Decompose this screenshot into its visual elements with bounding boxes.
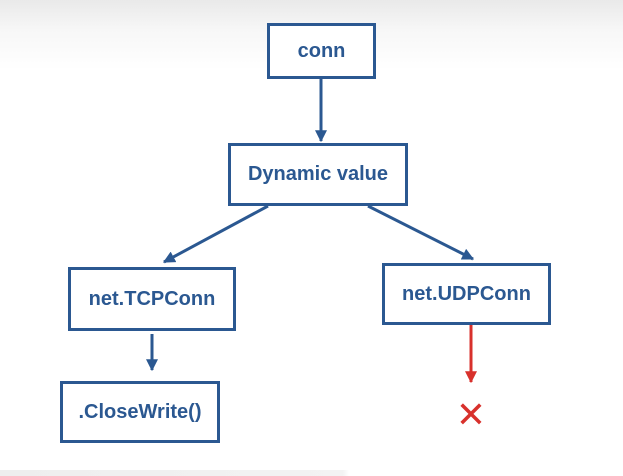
node-conn: conn <box>267 23 376 79</box>
not-allowed-icon: ✕ <box>456 395 486 436</box>
edge-dynamic-value-to-tcpconn <box>162 204 269 264</box>
node-tcpconn: net.TCPConn <box>68 267 236 331</box>
node-closewrite: .CloseWrite() <box>60 381 220 443</box>
node-dynamic-value: Dynamic value <box>228 143 408 206</box>
edge-dynamic-value-to-udpconn <box>367 204 475 261</box>
node-udpconn: net.UDPConn <box>382 263 551 325</box>
bottom-strip <box>0 470 623 476</box>
